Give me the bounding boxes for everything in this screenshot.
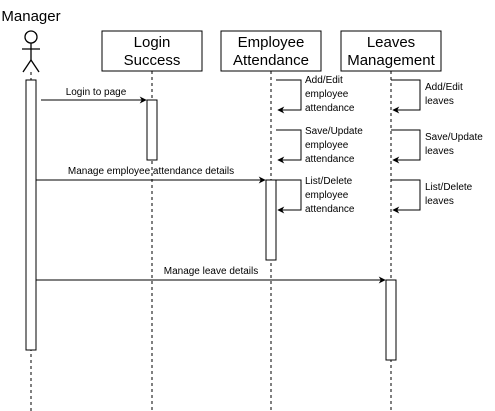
login-message-label: Login to page — [66, 87, 127, 98]
leaves-self-call-2-arrow — [391, 129, 421, 164]
leaves-management-title-line1: Leaves — [367, 34, 415, 51]
employee-attendance-title-line2: Attendance — [233, 52, 309, 69]
attendance-self-call-2-arrow — [276, 129, 302, 164]
attendance-self-call-2-line1: Save/Update — [305, 126, 363, 137]
leaves-self-call-3-line1: List/Delete — [425, 182, 473, 193]
leave-message-label: Manage leave details — [164, 266, 259, 277]
attendance-self-call-3-line3: attendance — [305, 204, 355, 215]
attendance-self-call-1-line1: Add/Edit — [305, 75, 343, 86]
attendance-self-call-3-arrow — [276, 179, 302, 214]
employee-attendance-activation-bar — [265, 179, 277, 261]
leaves-self-call-1-line1: Add/Edit — [425, 82, 463, 93]
login-success-title-line2: Success — [124, 52, 181, 69]
attendance-message-label: Manage employee attendance details — [68, 166, 234, 177]
leaves-management-title-line2: Management — [347, 52, 435, 69]
login-success-title-line1: Login — [134, 34, 171, 51]
leaves-self-call-2-line1: Save/Update — [425, 132, 483, 143]
actor-activation-bar — [25, 79, 37, 351]
login-success-activation-bar — [146, 99, 158, 161]
leaves-self-call-1-line2: leaves — [425, 96, 454, 107]
leaves-self-call-3-line2: leaves — [425, 196, 454, 207]
attendance-self-call-1-line3: attendance — [305, 103, 355, 114]
actor-stick-figure-icon — [22, 30, 40, 73]
attendance-self-call-2-line2: employee — [305, 140, 349, 151]
attendance-self-call-1-line2: employee — [305, 89, 349, 100]
actor-label: Manager — [1, 8, 60, 25]
leaves-management-activation-bar — [385, 279, 397, 361]
leaves-management-box — [340, 30, 442, 72]
attendance-self-call-3-line1: List/Delete — [305, 176, 353, 187]
login-success-box — [101, 30, 203, 72]
leaves-self-call-3-arrow — [391, 179, 421, 214]
leaves-self-call-1-arrow — [391, 79, 421, 114]
employee-attendance-title-line1: Employee — [238, 34, 305, 51]
leaves-self-call-2-line2: leaves — [425, 146, 454, 157]
attendance-self-call-2-line3: attendance — [305, 154, 355, 165]
attendance-self-call-1-arrow — [276, 79, 302, 114]
attendance-self-call-3-line2: employee — [305, 190, 349, 201]
